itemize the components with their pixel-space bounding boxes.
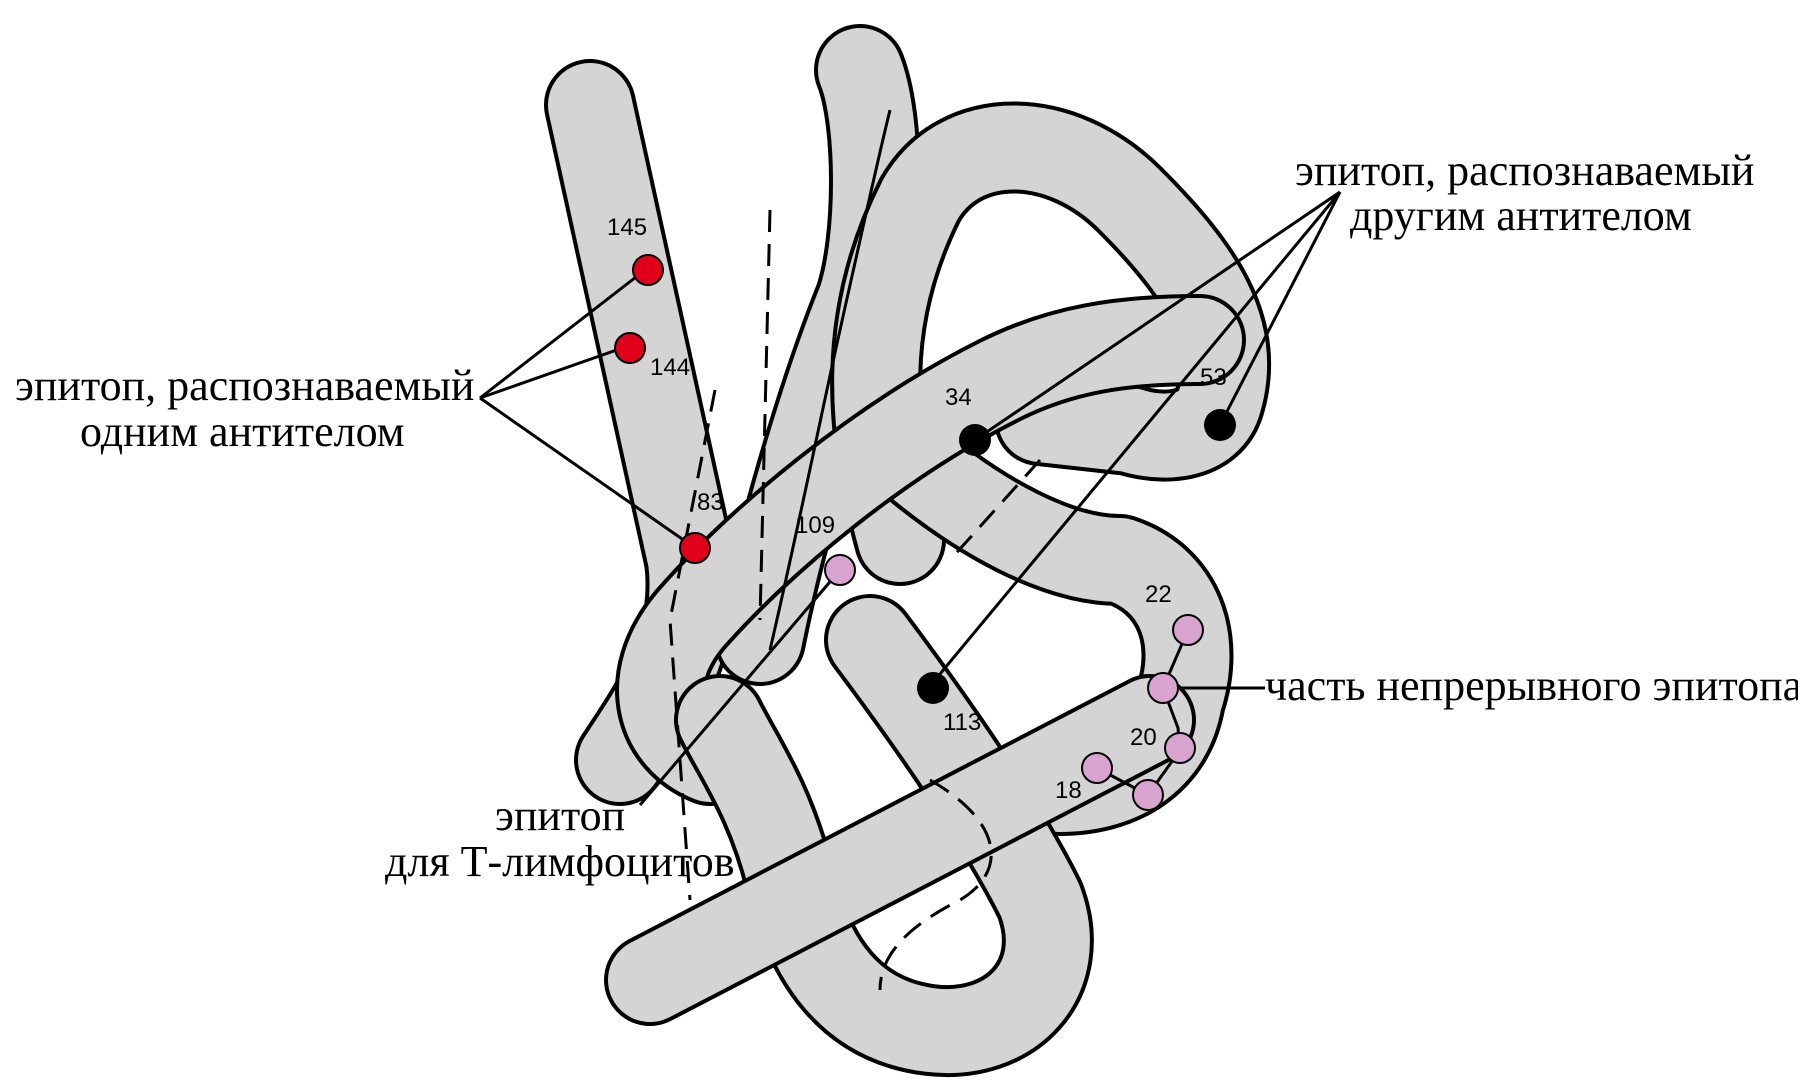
residue-144-label: 144 (650, 354, 690, 381)
residue-21-marker (1148, 673, 1178, 703)
other-antibody-epitope-label-line2: другим антителом (1350, 191, 1692, 240)
residue-144-marker (615, 333, 645, 363)
residue-145-label: 145 (607, 214, 647, 241)
t-cell-epitope-label-line2: для Т-лимфоцитов (385, 837, 735, 886)
residue-34-marker (959, 424, 991, 456)
residue-22-label: 22 (1145, 581, 1172, 608)
other-antibody-epitope-label-line1: эпитоп, распознаваемый (1295, 146, 1754, 195)
residue-22-marker (1173, 615, 1203, 645)
residue-113-label: 113 (943, 709, 981, 736)
residue-18-marker (1082, 753, 1112, 783)
single-antibody-epitope-label-line1: эпитоп, распознаваемый (15, 361, 474, 410)
residue-109-label: 109 (795, 512, 835, 539)
residue-34-label: 34 (945, 384, 972, 411)
residue-53-label: 53 (1200, 364, 1227, 391)
residue-53-marker (1204, 409, 1236, 441)
residue-113-marker (917, 672, 949, 704)
residue-83-label: 83 (697, 489, 724, 516)
residue-109-marker (825, 555, 855, 585)
residue-145-marker (633, 255, 663, 285)
residue-18-label: 18 (1055, 777, 1082, 804)
t-cell-epitope-label-line1: эпитоп (495, 791, 625, 840)
single-antibody-epitope-label-line2: одним антителом (80, 407, 405, 456)
residue-20-marker (1165, 733, 1195, 763)
continuous-epitope-label: часть непрерывного эпитопа (1265, 661, 1798, 710)
residue-19-marker (1133, 780, 1163, 810)
residue-20-label: 20 (1130, 724, 1157, 751)
residue-83-marker (680, 533, 710, 563)
